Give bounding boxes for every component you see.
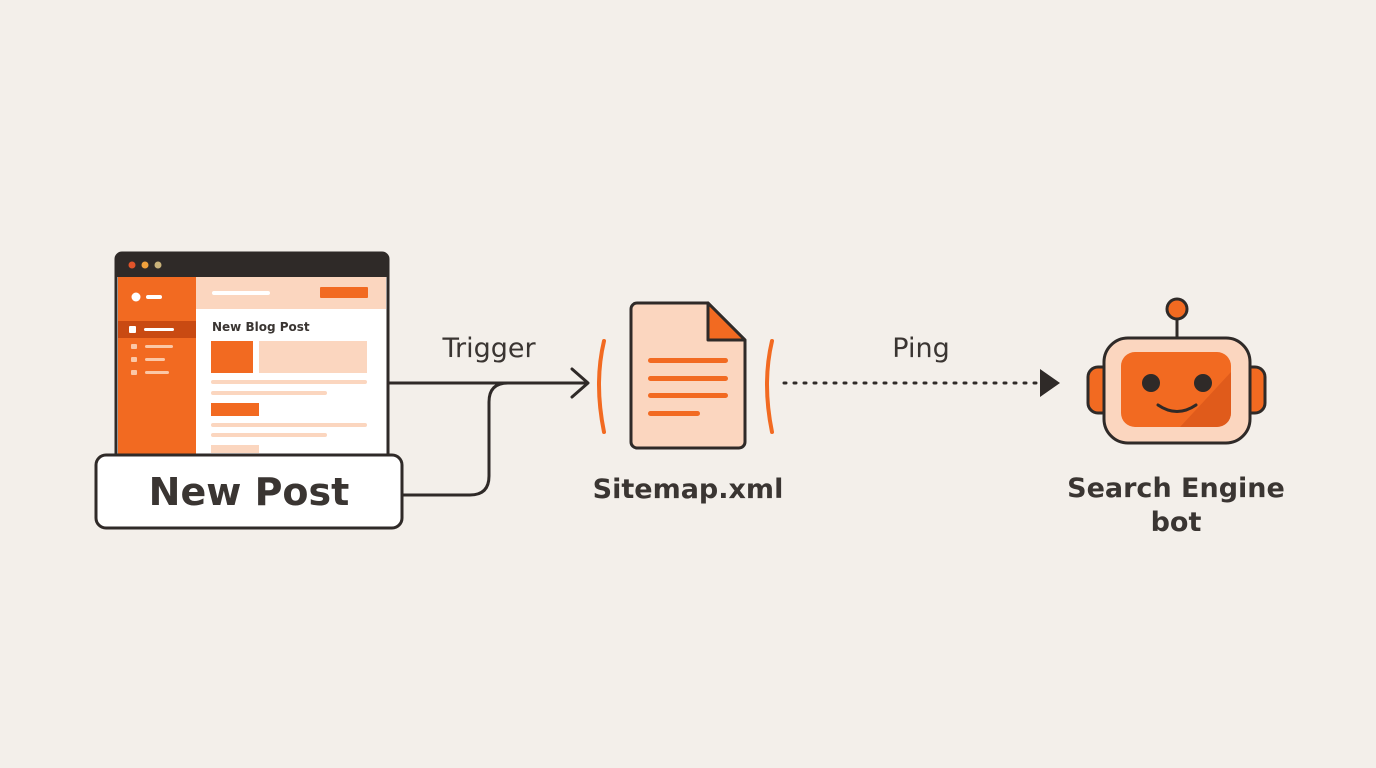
document-line xyxy=(648,376,728,381)
trigger-arrowhead xyxy=(570,367,590,399)
sidebar-item-icon xyxy=(131,344,137,349)
ping-label: Ping xyxy=(892,333,949,364)
sidebar-logo-icon xyxy=(131,292,141,302)
sidebar-item-icon xyxy=(131,357,137,362)
post-text-line xyxy=(211,445,259,453)
sidebar-logo-text xyxy=(146,295,162,299)
sitemap-node: Sitemap.xml xyxy=(593,301,784,505)
post-image-placeholder xyxy=(211,341,253,373)
post-text-line xyxy=(211,433,327,437)
ping-arrowhead xyxy=(1040,369,1060,397)
trigger-label: Trigger xyxy=(441,333,536,364)
trigger-line-bottom xyxy=(402,381,509,497)
sidebar-item-text xyxy=(145,371,169,374)
browser-titlebar xyxy=(116,253,388,277)
sidebar-item-icon xyxy=(131,370,137,375)
signal-wave-right xyxy=(765,339,774,434)
sidebar-item-text xyxy=(145,358,165,361)
sitemap-label: Sitemap.xml xyxy=(593,474,784,505)
bot-screen-shade xyxy=(1180,372,1231,427)
bot-label-line1: Search Engine xyxy=(1067,473,1285,504)
post-text-line xyxy=(211,380,367,384)
sidebar-item-active-icon xyxy=(129,326,136,333)
new-post-node: New Post xyxy=(94,453,404,530)
sidebar-item-active-text xyxy=(144,328,174,331)
document-fold-icon xyxy=(706,301,747,342)
window-minimize-dot xyxy=(141,261,149,269)
blog-sidebar xyxy=(118,277,196,459)
window-maximize-dot xyxy=(154,261,162,269)
ping-edge: Ping xyxy=(782,333,1060,397)
trigger-edge: Trigger xyxy=(388,333,590,497)
sidebar-item-text xyxy=(145,345,173,348)
signal-wave-left xyxy=(597,339,606,434)
new-post-box xyxy=(94,453,404,530)
post-text-line xyxy=(211,423,367,427)
document-line xyxy=(648,411,700,416)
bot-smile xyxy=(1156,403,1198,413)
document-line xyxy=(648,393,728,398)
topbar-publish-button xyxy=(320,287,368,298)
post-button-placeholder xyxy=(211,403,259,416)
new-post-label: New Post xyxy=(149,470,350,514)
bot-antenna-icon xyxy=(1165,297,1189,321)
bot-node: Search Engine bot xyxy=(1067,297,1285,538)
post-text-block xyxy=(259,341,367,373)
window-close-dot xyxy=(128,261,136,269)
bot-left-eye xyxy=(1142,374,1160,392)
document-line xyxy=(648,358,728,363)
bot-label-line2: bot xyxy=(1151,507,1202,538)
topbar-title-line xyxy=(212,291,270,295)
blog-browser-window: New Blog Post xyxy=(114,251,390,463)
post-text-line xyxy=(211,391,327,395)
bot-right-eye xyxy=(1194,374,1212,392)
blog-post-heading: New Blog Post xyxy=(212,320,310,334)
